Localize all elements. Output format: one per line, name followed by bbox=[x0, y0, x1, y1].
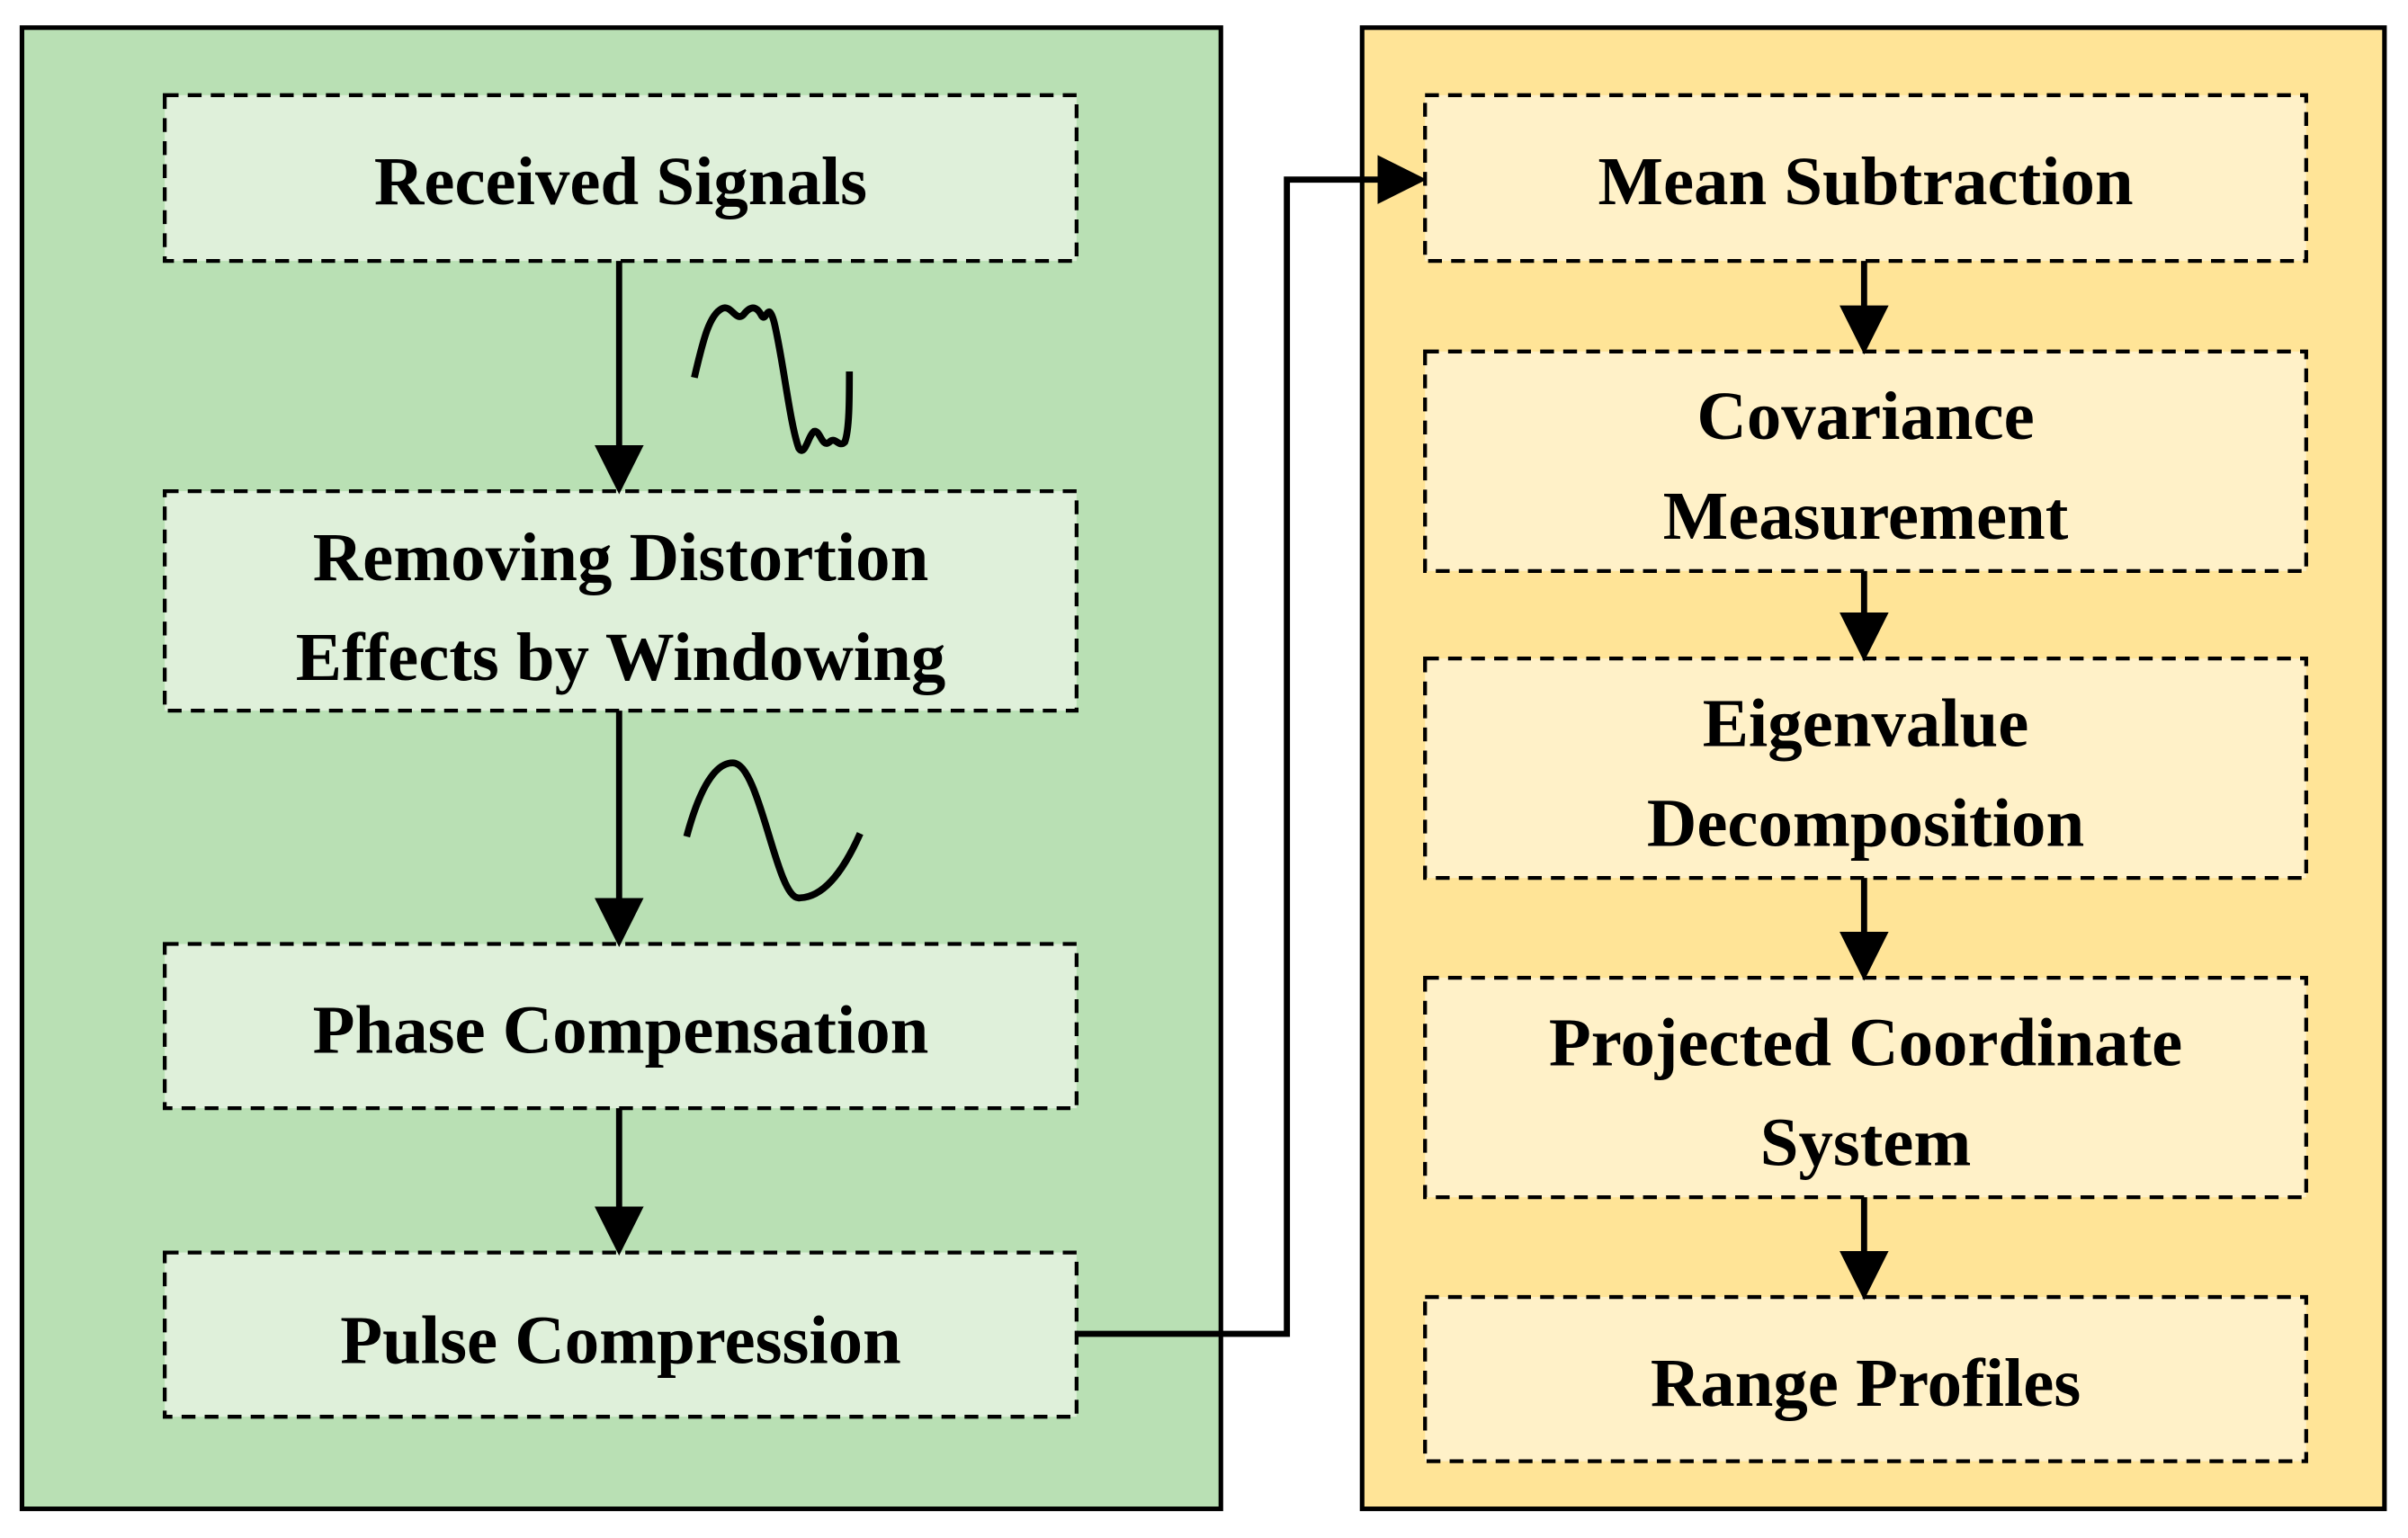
step-label: Effects by Windowing bbox=[296, 619, 945, 695]
step-label: Pulse Compression bbox=[340, 1301, 901, 1378]
step-label: Phase Compensation bbox=[313, 992, 929, 1069]
step-range-profiles: Range Profiles bbox=[1423, 1294, 2308, 1463]
step-label: Removing Distortion bbox=[313, 519, 929, 595]
step-phase-compensation: Phase Compensation bbox=[163, 942, 1079, 1111]
step-label: Measurement bbox=[1663, 478, 2069, 554]
step-label: System bbox=[1760, 1104, 1972, 1180]
step-removing-distortion: Removing Distortion Effects by Windowing bbox=[163, 488, 1079, 713]
step-label: Received Signals bbox=[374, 143, 867, 219]
step-mean-subtraction: Mean Subtraction bbox=[1423, 93, 2308, 264]
step-covariance-measurement: Covariance Measurement bbox=[1423, 349, 2308, 573]
distorted-waveform-icon bbox=[691, 304, 854, 454]
step-pulse-compression: Pulse Compression bbox=[163, 1250, 1079, 1419]
sine-waveform-icon bbox=[683, 759, 864, 902]
step-projected-coordinate-system: Projected Coordinate System bbox=[1423, 975, 2308, 1200]
step-label: Mean Subtraction bbox=[1598, 143, 2134, 219]
step-eigenvalue-decomposition: Eigenvalue Decomposition bbox=[1423, 656, 2308, 881]
step-label: Projected Coordinate bbox=[1549, 1004, 2182, 1080]
step-label: Eigenvalue bbox=[1703, 684, 2029, 761]
connector-arrow bbox=[1076, 155, 1427, 1337]
step-label: Range Profiles bbox=[1651, 1345, 2081, 1421]
step-received-signals: Received Signals bbox=[163, 93, 1079, 264]
step-label: Covariance bbox=[1696, 378, 2034, 454]
step-label: Decomposition bbox=[1647, 784, 2084, 861]
